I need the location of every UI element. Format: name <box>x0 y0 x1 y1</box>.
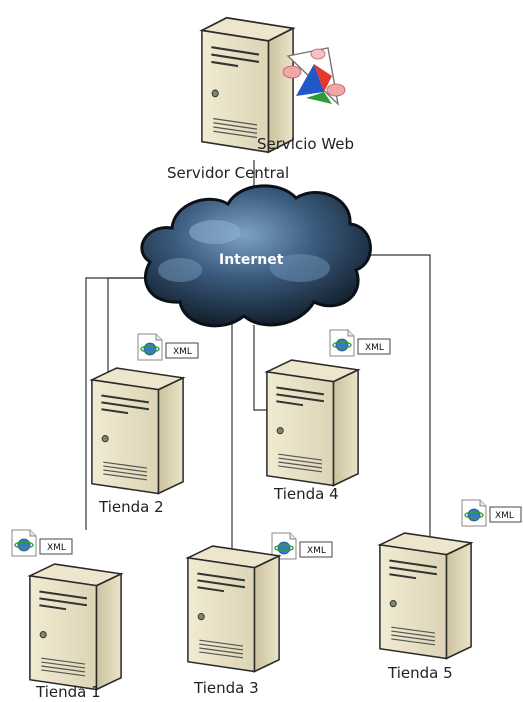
server-tower-icon <box>28 563 123 691</box>
server-tower-icon <box>200 16 295 154</box>
web-service-icon <box>282 47 346 106</box>
xml-document-icon: XML <box>461 499 522 527</box>
xml-document-icon: XML <box>271 532 333 560</box>
store-label: Tienda 4 <box>273 485 339 503</box>
xml-document-icon: XML <box>137 333 199 361</box>
store-label: Tienda 1 <box>35 683 101 701</box>
store-tienda-3: XML Tienda 3 <box>186 532 333 697</box>
link-tienda-4 <box>253 325 270 411</box>
central-server: Servicio Web Servidor Central <box>167 16 354 182</box>
server-tower-icon <box>90 367 185 495</box>
connection-lines <box>85 160 431 548</box>
internet-label: Internet <box>219 252 284 268</box>
store-tienda-1: XML Tienda 1 <box>11 529 123 701</box>
link-tienda-5 <box>350 254 431 540</box>
store-tienda-4: XML Tienda 4 <box>265 329 391 503</box>
store-label: Tienda 5 <box>387 664 453 682</box>
store-label: Tienda 2 <box>98 498 164 516</box>
cloud-icon <box>140 184 372 328</box>
server-tower-icon <box>186 545 281 673</box>
server-tower-icon <box>265 359 360 487</box>
link-tienda-2 <box>107 277 160 380</box>
internet-cloud: Internet <box>140 184 372 328</box>
store-label: Tienda 3 <box>193 679 259 697</box>
central-server-label: Servidor Central <box>167 164 289 182</box>
store-tienda-5: XML Tienda 5 <box>378 499 522 682</box>
web-service-label: Servicio Web <box>257 135 354 153</box>
xml-badge-label: XML <box>307 546 326 556</box>
server-tower-icon <box>378 532 473 660</box>
xml-badge-label: XML <box>47 543 66 553</box>
store-tienda-2: XML Tienda 2 <box>90 333 199 516</box>
xml-badge-label: XML <box>365 343 384 353</box>
xml-document-icon: XML <box>329 329 391 357</box>
xml-document-icon: XML <box>11 529 73 557</box>
xml-badge-label: XML <box>173 347 192 357</box>
xml-badge-label: XML <box>495 511 514 521</box>
